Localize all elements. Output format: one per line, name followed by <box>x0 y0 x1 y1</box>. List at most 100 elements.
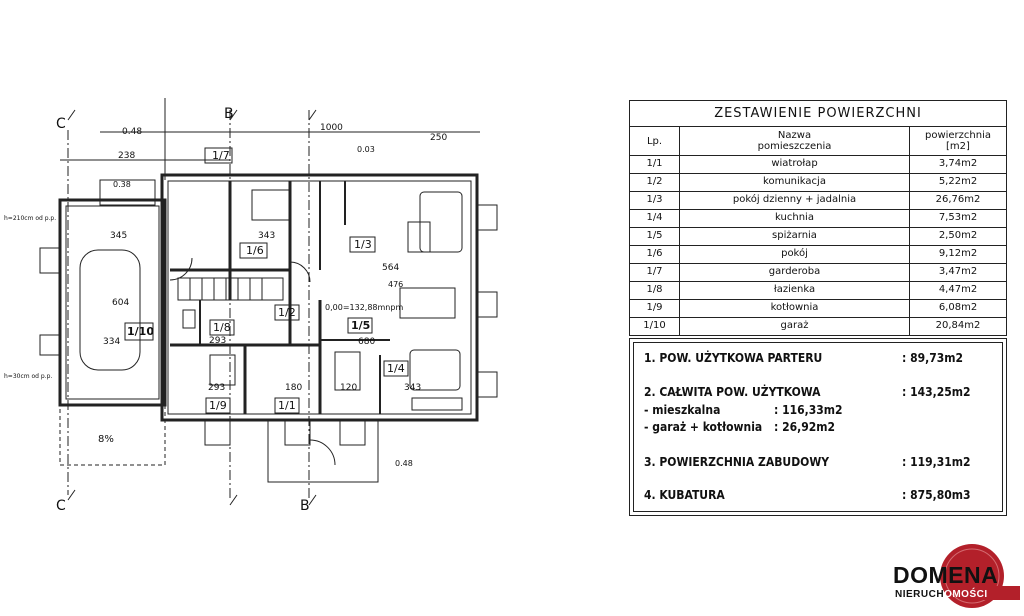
logo-sub-b: OMOŚCI <box>944 589 988 600</box>
cell-name: pokój dzienny + jadalnia <box>680 192 910 209</box>
header-lp: Lp. <box>630 127 680 155</box>
dim-180: 180 <box>285 383 302 393</box>
summary-built-area-value: : 119,31m2 <box>902 455 971 469</box>
dim-top: 1000 <box>320 123 343 133</box>
summary-volume-value: : 875,80m3 <box>902 488 971 502</box>
dim-343: 343 <box>258 231 275 241</box>
dim-293b: 293 <box>208 383 225 393</box>
cell-area: 3,74m2 <box>938 158 978 169</box>
summary-usable-ground-value: : 89,73m2 <box>902 351 963 365</box>
summary-residential-label: - mieszkalna <box>644 403 721 417</box>
room-1-4: 1/4 <box>387 362 405 375</box>
dim-604: 604 <box>112 298 129 308</box>
dim-038: 0.38 <box>113 180 131 189</box>
dim-293a: 293 <box>209 336 226 346</box>
dim-680: 680 <box>358 337 375 347</box>
cell-name: wiatrołap <box>680 156 910 173</box>
cell-name: komunikacja <box>680 174 910 191</box>
dim-343b: 343 <box>404 383 421 393</box>
header-name-line1: Nazwa <box>777 130 812 141</box>
area-summary-frame: 1. POW. UŻYTKOWA PARTERU : 89,73m2 2. CA… <box>633 342 1003 512</box>
axis-label-b: B <box>224 106 234 122</box>
cell-lp: 1/9 <box>630 300 680 317</box>
cell-area: 5,22m2 <box>938 176 978 187</box>
room-1-1: 1/1 <box>278 399 296 412</box>
cell-name: garderoba <box>680 264 910 281</box>
summary-usable-ground-label: 1. POW. UŻYTKOWA PARTERU <box>644 351 823 365</box>
dim-334: 334 <box>103 337 120 347</box>
room-1-8: 1/8 <box>213 321 231 334</box>
room-1-10: 1/10 <box>127 325 154 338</box>
room-1-2: 1/2 <box>278 306 296 319</box>
cell-area: 26,76m2 <box>935 194 981 205</box>
summary-garage-value: : 26,92m2 <box>774 420 835 434</box>
room-1-5: 1/5 <box>351 319 370 332</box>
dim-120: 120 <box>340 383 357 393</box>
cell-name: kotłownia <box>680 300 910 317</box>
summary-volume-label: 4. KUBATURA <box>644 488 725 502</box>
logo-sub-text: NIERUCHOMOŚCI <box>895 589 988 600</box>
cell-lp: 1/2 <box>630 174 680 191</box>
dim-250: 250 <box>430 133 447 143</box>
domena-logo <box>940 544 1020 608</box>
cell-area: 20,84m2 <box>935 320 981 331</box>
axis-label-b-bottom: B <box>300 498 310 514</box>
cell-lp: 1/6 <box>630 246 680 263</box>
header-name-line2: pomieszczenia <box>757 141 832 152</box>
room-1-9: 1/9 <box>209 399 227 412</box>
dim-476: 476 <box>388 280 403 289</box>
cell-name: spiżarnia <box>680 228 910 245</box>
cell-area: 9,12m2 <box>938 248 978 259</box>
axis-label-c: C <box>56 116 66 132</box>
cell-area: 7,53m2 <box>938 212 978 223</box>
dim-003: 0.03 <box>357 145 375 154</box>
axis-label-c-bottom: C <box>56 498 66 514</box>
cell-lp: 1/3 <box>630 192 680 209</box>
height-210: h=210cm od p.p. <box>4 215 56 222</box>
cell-area: 2,50m2 <box>938 230 978 241</box>
area-summary: 1. POW. UŻYTKOWA PARTERU : 89,73m2 2. CA… <box>629 338 1007 516</box>
dim-048: 0.48 <box>122 127 142 137</box>
dim-345: 345 <box>110 231 127 241</box>
header-area-line2: [m2] <box>946 141 970 152</box>
room-1-7: 1/7 <box>212 149 230 162</box>
summary-total-label: 2. CAŁWITA POW. UŻYTKOWA <box>644 385 821 399</box>
header-area: powierzchnia[m2] <box>910 127 1006 155</box>
area-table-title: ZESTAWIENIE POWIERZCHNI <box>630 101 1006 127</box>
cell-lp: 1/10 <box>630 318 680 335</box>
cell-lp: 1/8 <box>630 282 680 299</box>
room-1-6: 1/6 <box>246 244 264 257</box>
cell-area: 3,47m2 <box>938 266 978 277</box>
summary-residential-value: : 116,33m2 <box>774 403 843 417</box>
dim-238: 238 <box>118 151 135 161</box>
logo-main-text: DOMENA <box>893 562 999 588</box>
header-area-line1: powierzchnia <box>924 130 991 141</box>
logo-sub-a: NIERUCH <box>895 589 945 600</box>
cell-lp: 1/7 <box>630 264 680 281</box>
summary-built-area-label: 3. POWIERZCHNIA ZABUDOWY <box>644 455 830 469</box>
cell-name: pokój <box>680 246 910 263</box>
cell-lp: 1/4 <box>630 210 680 227</box>
cell-name: łazienka <box>680 282 910 299</box>
summary-garage-label: - garaż + kotłownia <box>644 420 763 434</box>
cell-area: 4,47m2 <box>938 284 978 295</box>
cell-name: garaż <box>680 318 910 335</box>
floor-plan: C B C B 1000 238 0.48 0.38 0.03 250 345 … <box>4 98 498 514</box>
dim-048b: 0.48 <box>395 459 413 468</box>
cell-lp: 1/1 <box>630 156 680 173</box>
cell-area: 6,08m2 <box>938 302 978 313</box>
cell-lp: 1/5 <box>630 228 680 245</box>
